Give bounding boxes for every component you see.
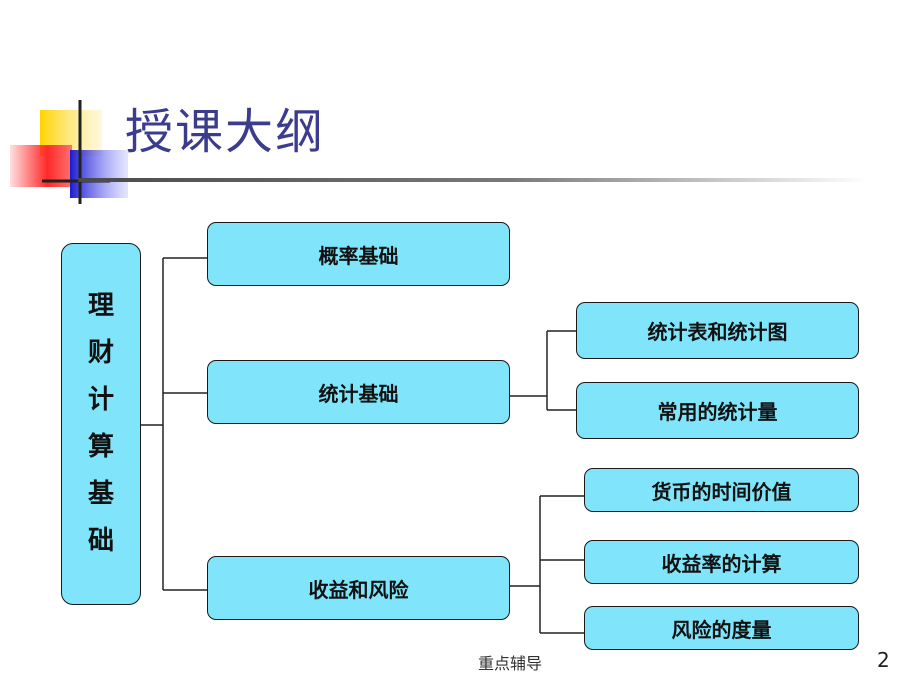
node-label: 统计基础 [318,381,399,406]
node-rate-of-return: 收益率的计算 [584,540,859,584]
title-underline [78,178,868,182]
node-label: 收益和风险 [308,577,409,602]
root-char: 计 [87,385,114,415]
slide-logo-icon [10,100,128,204]
page-number: 2 [877,648,890,672]
root-char: 理 [87,291,114,321]
node-stat-tables-charts: 统计表和统计图 [576,302,859,359]
node-label: 风险的度量 [671,617,772,642]
root-char: 基 [87,479,114,509]
node-label: 收益率的计算 [661,551,782,576]
node-label: 货币的时间价值 [651,479,792,504]
node-label: 统计表和统计图 [647,320,788,344]
node-probability-basics: 概率基础 [207,222,510,286]
root-char: 础 [87,526,114,556]
slide-title: 授课大纲 [125,104,326,160]
node-label: 概率基础 [318,243,399,268]
root-node: 理 财 计 算 基 础 [61,243,141,605]
node-label: 常用的统计量 [657,400,778,424]
node-statistics-basics: 统计基础 [207,360,510,424]
node-common-statistics: 常用的统计量 [576,382,859,439]
node-returns-and-risk: 收益和风险 [207,556,510,620]
root-char: 财 [87,338,114,368]
node-risk-measurement: 风险的度量 [584,606,859,650]
slide-footer: 重点辅导 [478,654,543,673]
node-time-value-of-money: 货币的时间价值 [584,468,859,512]
root-char: 算 [87,432,114,462]
